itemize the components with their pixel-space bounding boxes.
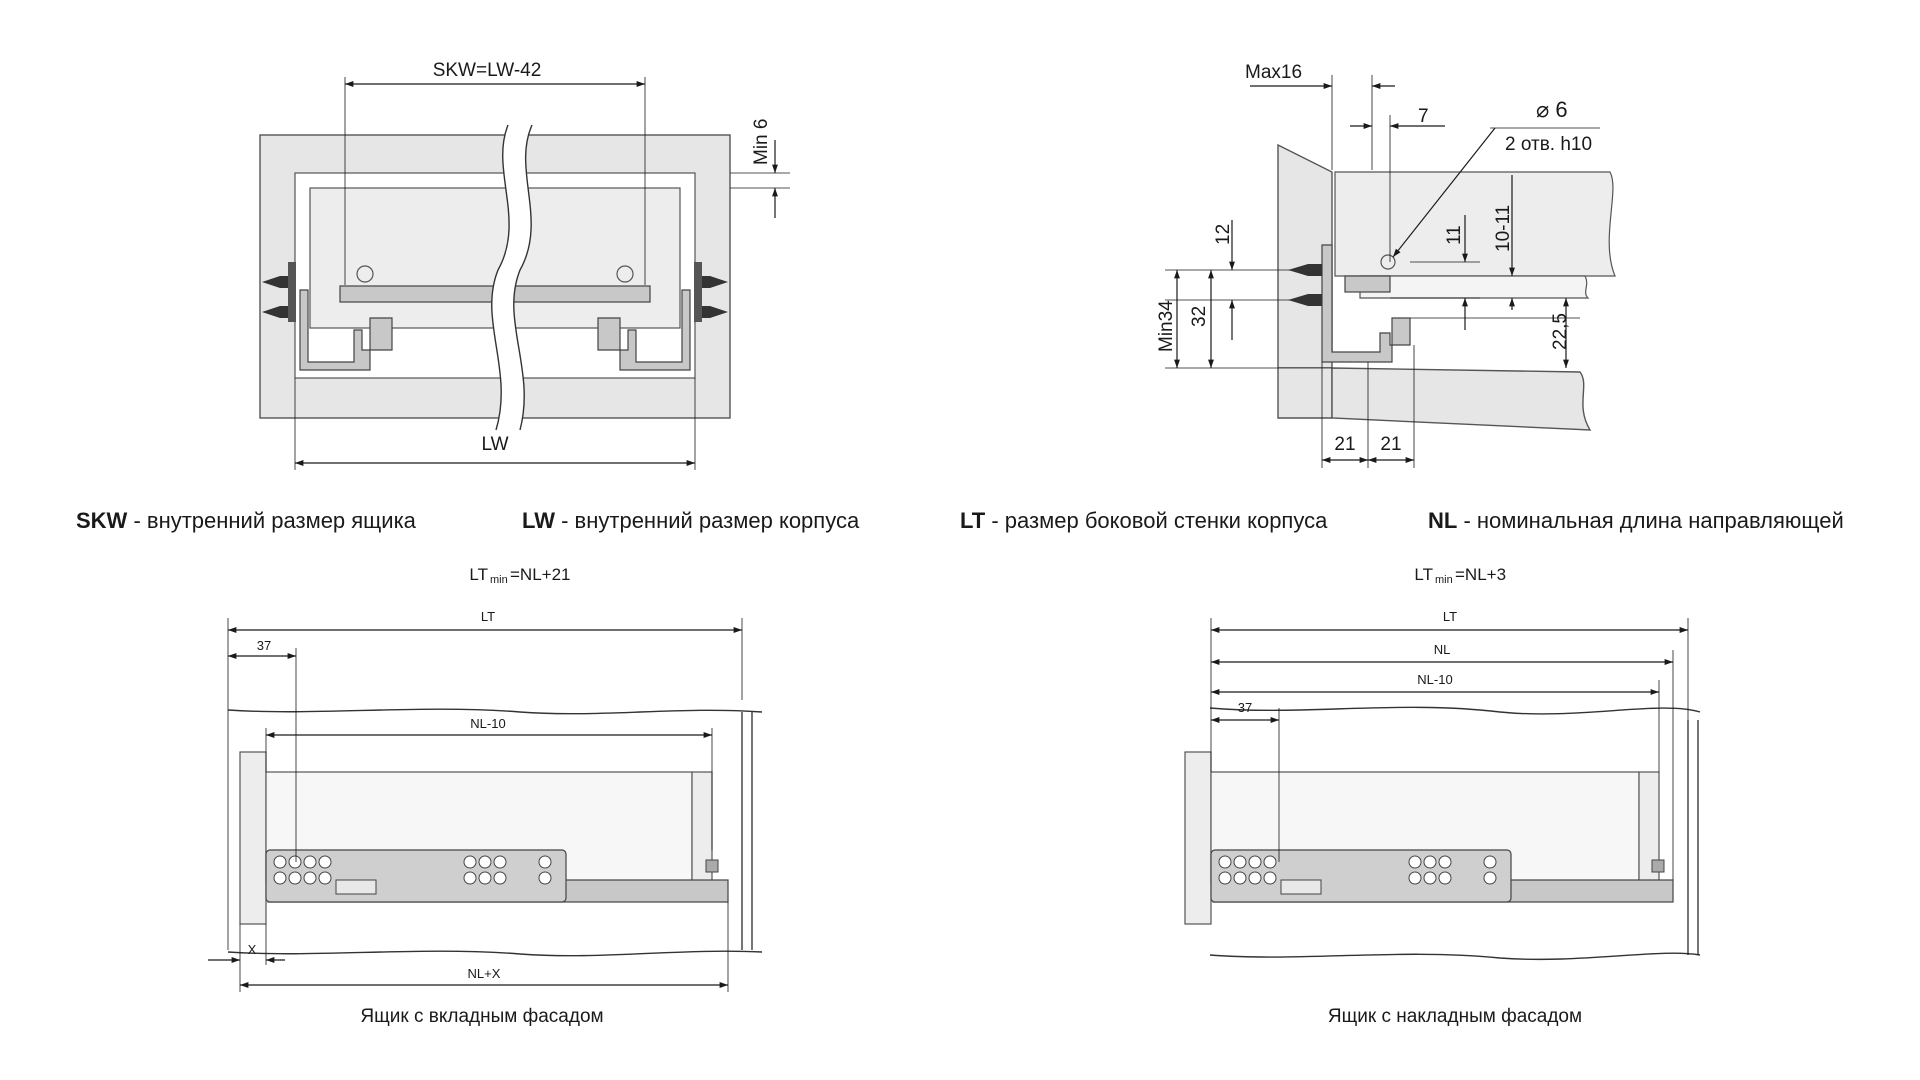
inset-formula-rest: =NL+21 — [510, 565, 571, 584]
twentyone-right-label: 21 — [1380, 434, 1401, 455]
left-pin — [356, 265, 374, 283]
inset-formula-sub: min — [490, 574, 508, 586]
inset-front-drawer — [208, 618, 763, 992]
holes-count-label: 2 отв. h10 — [1505, 134, 1592, 155]
overlay-adjust-holes — [1218, 855, 1497, 885]
hole-diameter-label: ⌀ 6 — [1536, 97, 1568, 122]
legend-lt: LT - размер боковой стенки корпуса — [960, 508, 1328, 533]
left-rail-profile — [299, 289, 393, 371]
right-pin — [616, 265, 634, 283]
overlay-front-drawer — [1184, 618, 1701, 961]
right-rail-profile — [597, 289, 691, 371]
lower-screw — [1288, 294, 1322, 306]
lw-dimension-label: LW — [481, 434, 508, 455]
inset-adjust-holes — [273, 855, 552, 885]
thirtytwo-dimension-label: 32 — [1189, 306, 1210, 327]
break-band — [491, 125, 532, 430]
legend-lw: LW - внутренний размер корпуса — [522, 508, 860, 533]
overlay-formula-base: LT — [1414, 565, 1433, 584]
twentyone-left-label: 21 — [1334, 434, 1355, 455]
left-screws — [262, 262, 296, 322]
right-screws — [694, 262, 728, 322]
drawer-side-panel — [1334, 171, 1616, 277]
max16-dimension-label: Max16 — [1245, 62, 1302, 83]
min34-dimension-label: Min34 — [1156, 300, 1177, 352]
side-rail-profile — [1321, 244, 1411, 363]
overlay-front-panel — [1184, 751, 1212, 925]
legend-skw: SKW - внутренний размер ящика — [76, 508, 417, 533]
inset-nlx-label: NL+X — [468, 966, 501, 981]
overlay-formula-sub: min — [1435, 574, 1453, 586]
overlay-nl-label: NL — [1434, 642, 1451, 657]
inset-front-panel — [239, 751, 267, 925]
twentytwo-five-dimension-label: 22,5 — [1550, 313, 1571, 350]
side-pin — [1380, 254, 1396, 270]
overlay-formula-rest: =NL+3 — [1455, 565, 1506, 584]
min6-dimension-label: Min 6 — [751, 119, 772, 165]
side-mount-detail — [1165, 75, 1616, 468]
upper-screw — [1288, 264, 1322, 276]
inset-formula-base: LT — [469, 565, 488, 584]
inset-x-label: X — [248, 942, 257, 957]
overlay-caption: Ящик с накладным фасадом — [1328, 1006, 1582, 1027]
cabinet-front-section — [259, 77, 790, 470]
legend-nl: NL - номинальная длина направляющей — [1428, 508, 1844, 533]
eleven-dimension-label: 11 — [1444, 225, 1465, 245]
inset-nl10-label: NL-10 — [470, 716, 505, 731]
inset-caption: Ящик с вкладным фасадом — [360, 1006, 603, 1027]
twelve-dimension-label: 12 — [1213, 224, 1234, 245]
overlay-lt-label: LT — [1443, 609, 1457, 624]
overlay-nl10-label: NL-10 — [1417, 672, 1452, 687]
drawer-box — [309, 187, 681, 329]
cabinet-bottom — [1331, 367, 1592, 431]
inset-37-label: 37 — [257, 638, 271, 653]
inset-lt-label: LT — [481, 609, 495, 624]
skw-dimension-label: SKW=LW-42 — [433, 60, 542, 81]
seven-dimension-label: 7 — [1418, 106, 1429, 127]
ten-eleven-dimension-label: 10-11 — [1493, 205, 1514, 252]
legend-row: SKW - внутренний размер ящика LW - внутр… — [76, 508, 1844, 533]
overlay-37-label: 37 — [1238, 700, 1252, 715]
